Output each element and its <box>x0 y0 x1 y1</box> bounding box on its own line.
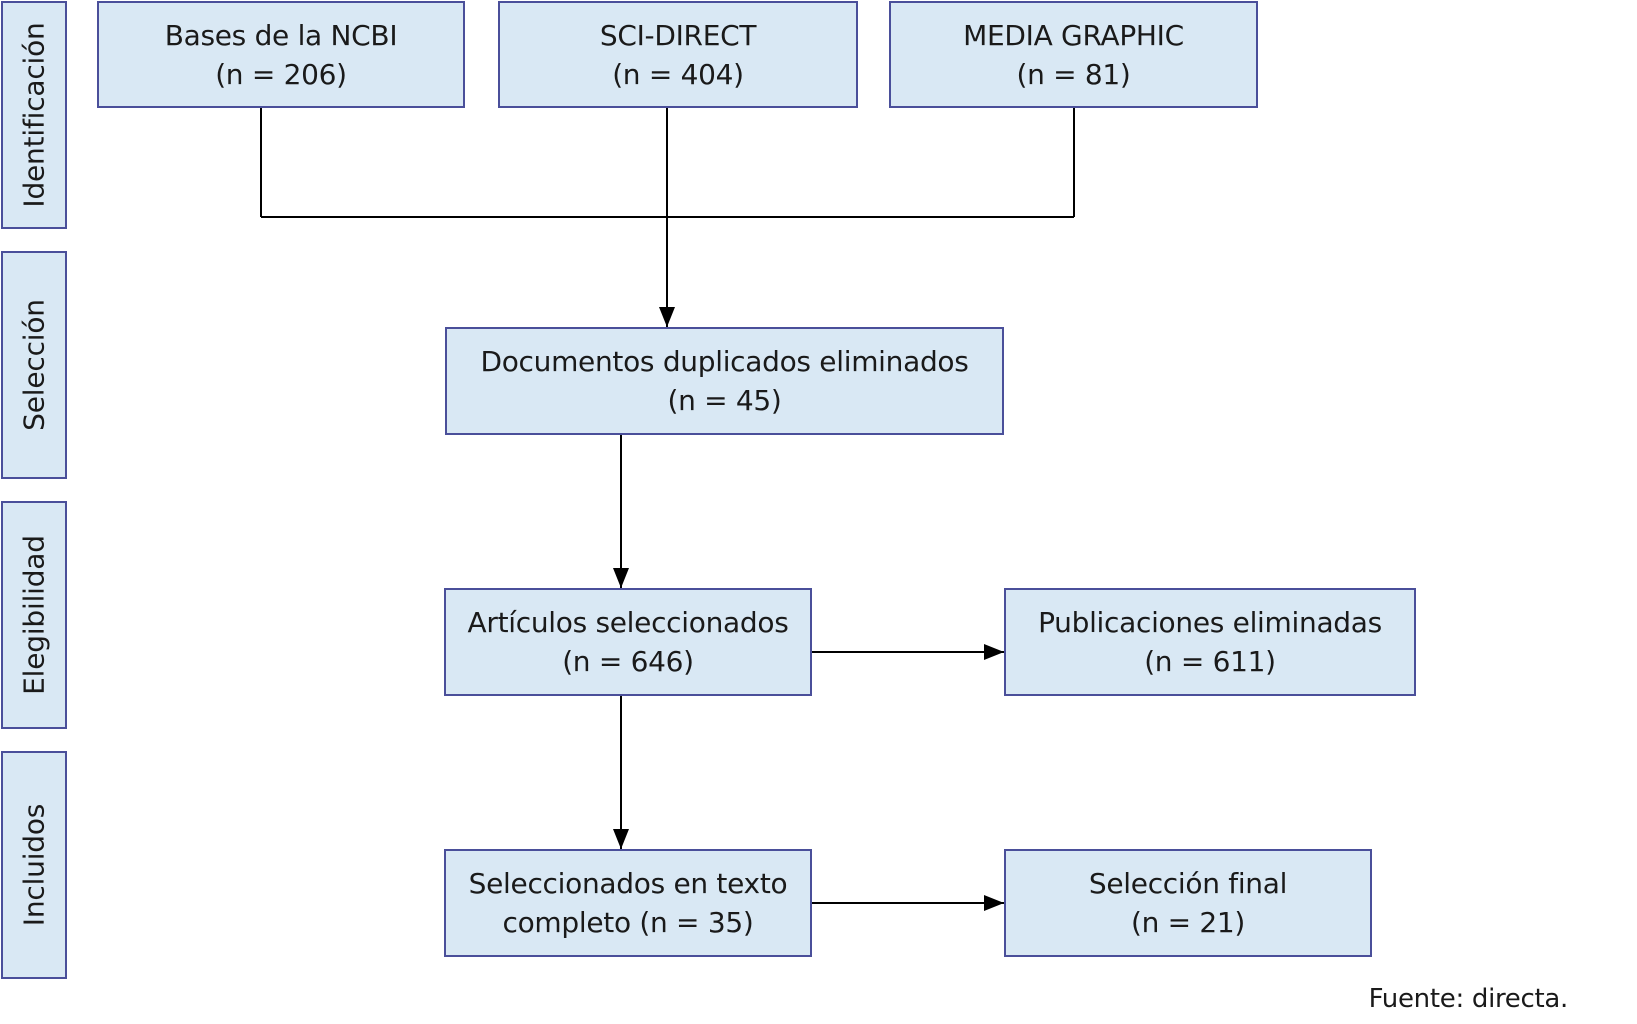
box-final: Selección final (n = 21) <box>1004 849 1372 957</box>
box-removed: Publicaciones eliminadas (n = 611) <box>1004 588 1416 696</box>
box-title: SCI-DIRECT <box>599 18 757 52</box>
box-title: Selección final <box>1088 867 1288 900</box>
stage-identificacion: Identificación <box>1 1 67 229</box>
box-count: (n = 81) <box>1016 57 1131 91</box>
stage-elegibilidad: Elegibilidad <box>1 501 67 729</box>
box-mediagraphic: MEDIA GRAPHIC (n = 81) <box>889 1 1258 108</box>
box-ncbi: Bases de la NCBI (n = 206) <box>97 1 465 108</box>
box-title: Artículos seleccionados <box>467 606 789 639</box>
box-title: Bases de la NCBI <box>164 18 398 52</box>
box-title: Seleccionados en texto <box>468 867 788 900</box>
box-duplicates: Documentos duplicados eliminados (n = 45… <box>445 327 1004 435</box>
box-count: (n = 646) <box>562 645 694 678</box>
stage-seleccion: Selección <box>1 251 67 479</box>
box-scidirect: SCI-DIRECT (n = 404) <box>498 1 858 108</box>
box-selected: Artículos seleccionados (n = 646) <box>444 588 812 696</box>
box-count: (n = 21) <box>1130 906 1246 939</box>
box-count: (n = 611) <box>1144 645 1276 678</box>
box-count: (n = 404) <box>612 57 744 91</box>
box-count: (n = 206) <box>215 57 347 91</box>
box-fulltext: Seleccionados en texto completo (n = 35) <box>444 849 812 957</box>
source-footnote: Fuente: directa. <box>1368 984 1569 1014</box>
box-count: (n = 45) <box>667 384 782 417</box>
box-title: Publicaciones eliminadas <box>1038 606 1382 639</box>
box-title: MEDIA GRAPHIC <box>963 18 1184 52</box>
box-title: Documentos duplicados eliminados <box>480 345 969 378</box>
stage-incluidos: Incluidos <box>1 751 67 979</box>
box-count: completo (n = 35) <box>502 906 754 939</box>
